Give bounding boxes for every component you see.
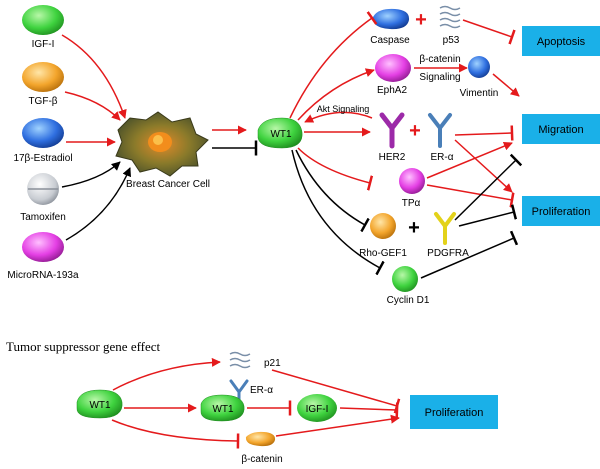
arrow-wt1-epha2 <box>297 68 375 121</box>
vimentin-label: Vimentin <box>460 88 499 99</box>
bottom-wt1-mid-label: WT1 <box>212 404 234 415</box>
akt-signaling-label: Akt Signaling <box>317 104 370 114</box>
er-alpha-receptor-icon <box>428 113 452 148</box>
inhibit-pdgfra-migration <box>454 153 523 221</box>
arrow-tgfb-to-cell <box>64 91 121 121</box>
plus-sign: + <box>409 120 421 142</box>
cell-label: Breast Cancer Cell <box>126 179 210 190</box>
inhibit-tpa-proliferation <box>426 184 515 208</box>
arrow-microrna-to-cell <box>65 167 131 241</box>
vimentin-node: Vimentin <box>460 56 499 99</box>
her2-receptor-icon <box>379 112 405 149</box>
igf1-node: IGF-I <box>22 5 64 50</box>
arrow-wt1-p21 <box>112 357 221 391</box>
arrow-tpa-migration <box>426 141 513 179</box>
p53-label: p53 <box>443 35 460 46</box>
inhibit-wt1-tpa <box>297 147 374 191</box>
inhibit-cyclind1-proliferation <box>420 230 519 279</box>
inhibit-p53-apoptosis <box>462 19 516 45</box>
er-alpha-label: ER-α <box>430 152 453 163</box>
inhibit-p21-proliferation <box>271 369 401 414</box>
rho-gef1-node: Rho-GEF1 <box>359 213 407 259</box>
apoptosis-box: Apoptosis <box>522 26 600 56</box>
inhibit-wt1-cyclind1 <box>291 149 385 276</box>
microrna-label: MicroRNA-193a <box>7 270 79 281</box>
microrna-node: MicroRNA-193a <box>7 232 79 281</box>
tgfb-label: TGF-β <box>28 96 57 107</box>
caspase-label: Caspase <box>370 35 410 46</box>
migration-label: Migration <box>538 124 583 136</box>
tamoxifen-label: Tamoxifen <box>20 212 66 223</box>
bottom-igf1-label: IGF-I <box>306 404 329 415</box>
inhibit-wt1-rhogef1 <box>295 149 370 233</box>
tpa-node: TPα <box>399 168 425 209</box>
inhibit-igf1-proliferation <box>339 402 399 418</box>
epha2-label: EphA2 <box>377 85 407 96</box>
her2-label: HER2 <box>379 152 406 163</box>
bottom-wt1-mid-node: WT1 <box>200 394 245 422</box>
caspase-node: Caspase <box>370 8 410 46</box>
igf1-label: IGF-I <box>32 39 55 50</box>
p21-icon <box>229 351 251 369</box>
apoptosis-label: Apoptosis <box>537 36 586 48</box>
bottom-er-alpha-label: ER-α <box>250 385 273 396</box>
arrow-igf1-to-cell <box>61 34 127 119</box>
inhibit-wt1-beta-catenin <box>111 419 240 449</box>
estradiol-label: 17β-Estradiol <box>13 153 72 164</box>
bottom-igf1-node: IGF-I <box>297 394 337 422</box>
breast-cancer-cell-icon <box>115 111 209 177</box>
beta-catenin-node: β-catenin <box>241 431 283 465</box>
arrow-beta-catenin-proliferation <box>275 414 400 437</box>
pdgfra-receptor-icon <box>434 212 456 245</box>
p21-label: p21 <box>264 358 281 369</box>
arrow-er-proliferation <box>454 139 513 193</box>
section-title: Tumor suppressor gene effect <box>6 339 161 354</box>
bottom-proliferation-label: Proliferation <box>425 407 484 419</box>
tpa-label: TPα <box>402 198 421 209</box>
beta-catenin-signaling-label-1: β-catenin <box>419 54 460 65</box>
inhibit-er-migration <box>454 125 514 141</box>
cyclin-d1-node: Cyclin D1 <box>387 266 430 306</box>
beta-catenin-label: β-catenin <box>241 454 282 465</box>
proliferation-label: Proliferation <box>532 206 591 218</box>
wt1-label: WT1 <box>270 129 292 140</box>
epha2-node: EphA2 <box>375 54 411 96</box>
estradiol-node: 17β-Estradiol <box>13 118 73 164</box>
plus-sign: + <box>408 217 420 239</box>
inhibit-pdgfra-proliferation <box>458 204 518 227</box>
bottom-wt1-left-label: WT1 <box>89 400 111 411</box>
arrow-tamoxifen-to-cell <box>61 161 121 188</box>
rho-gef1-label: Rho-GEF1 <box>359 248 407 259</box>
cyclin-d1-label: Cyclin D1 <box>387 295 430 306</box>
plus-sign: + <box>415 9 427 31</box>
wt1-node: WT1 <box>257 117 303 149</box>
tgfb-node: TGF-β <box>22 62 64 107</box>
migration-box: Migration <box>522 114 600 144</box>
bottom-proliferation-box: Proliferation <box>410 395 498 429</box>
inhibit-wt1-caspase <box>289 11 378 119</box>
p53-icon <box>439 5 461 29</box>
arrow-vimentin-migration <box>492 73 520 97</box>
arrow-akt-to-wt1 <box>304 111 373 123</box>
beta-catenin-signaling-label-2: Signaling <box>419 72 460 83</box>
proliferation-box: Proliferation <box>522 196 600 226</box>
pdgfra-label: PDGFRA <box>427 248 469 259</box>
tamoxifen-pill: Tamoxifen <box>20 173 66 223</box>
bottom-wt1-left-node: WT1 <box>76 389 123 419</box>
